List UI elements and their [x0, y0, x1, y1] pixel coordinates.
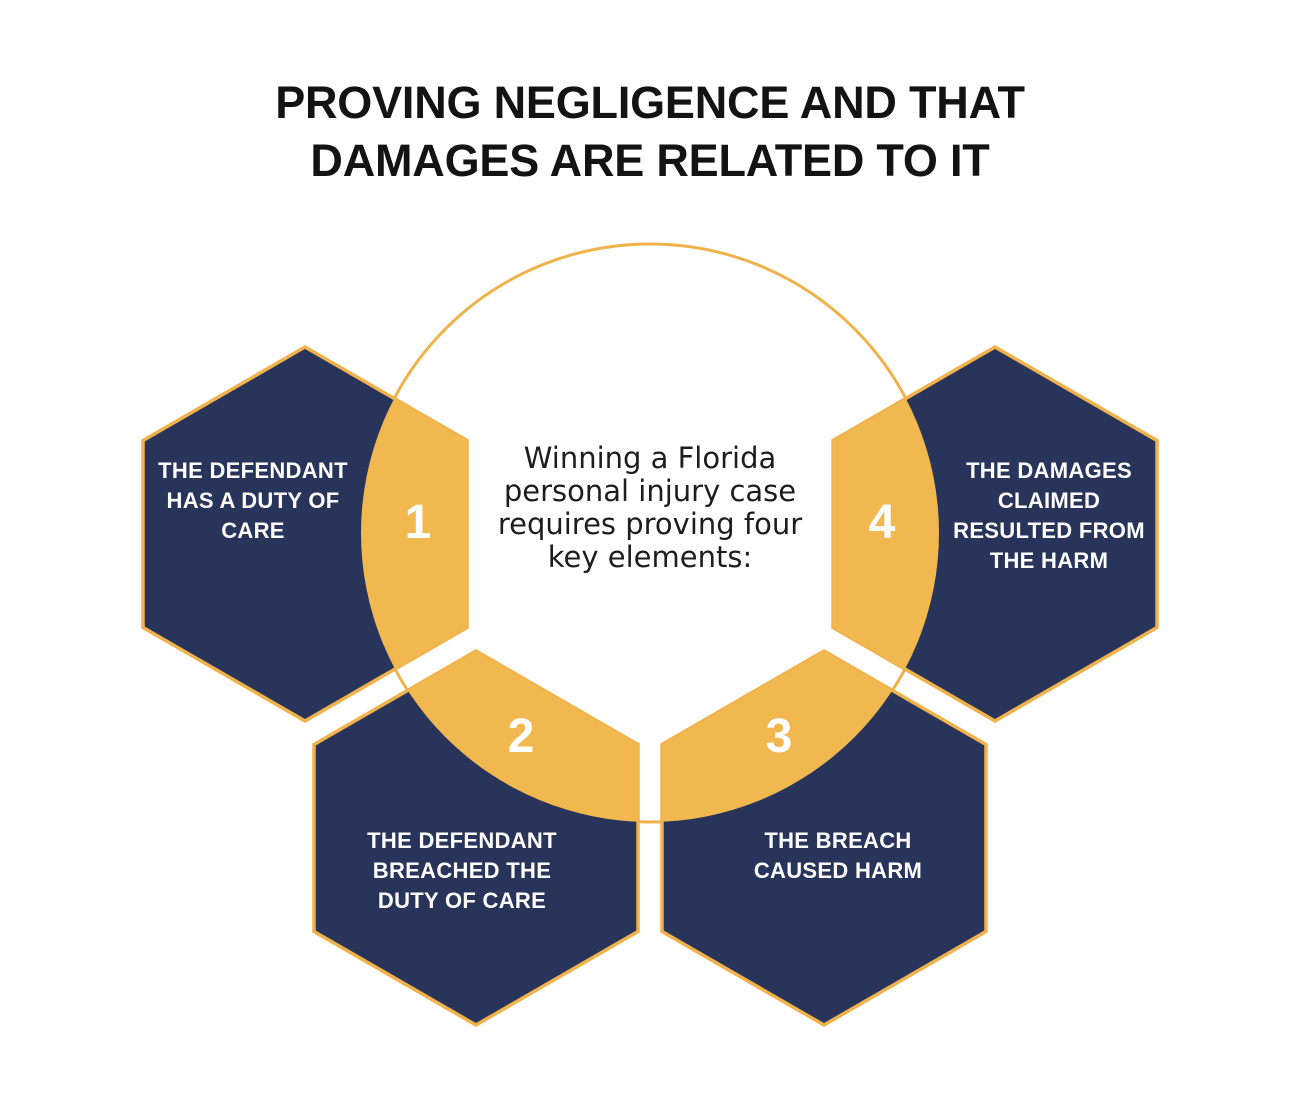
step-label-3: THE BREACH CAUSED HARM — [753, 828, 923, 883]
center-description: Winning a Florida personal injury case r… — [497, 441, 803, 574]
page-title: PROVING NEGLIGENCE AND THAT DAMAGES ARE … — [275, 77, 1025, 186]
step-label-1: THE DEFENDANT HAS A DUTY OF CARE — [158, 458, 348, 543]
step-number-2: 2 — [507, 710, 535, 763]
step-label-2: THE DEFENDANT BREACHED THE DUTY OF CARE — [367, 828, 557, 913]
step-number-1: 1 — [404, 496, 432, 549]
hexagon-1-circle-overlap — [361, 347, 467, 721]
hexagon-4-circle-overlap — [833, 347, 939, 721]
step-label-4: THE DAMAGES CLAIMED RESULTED FROM THE HA… — [953, 458, 1145, 573]
step-number-4: 4 — [868, 496, 896, 549]
step-number-3: 3 — [765, 710, 793, 763]
